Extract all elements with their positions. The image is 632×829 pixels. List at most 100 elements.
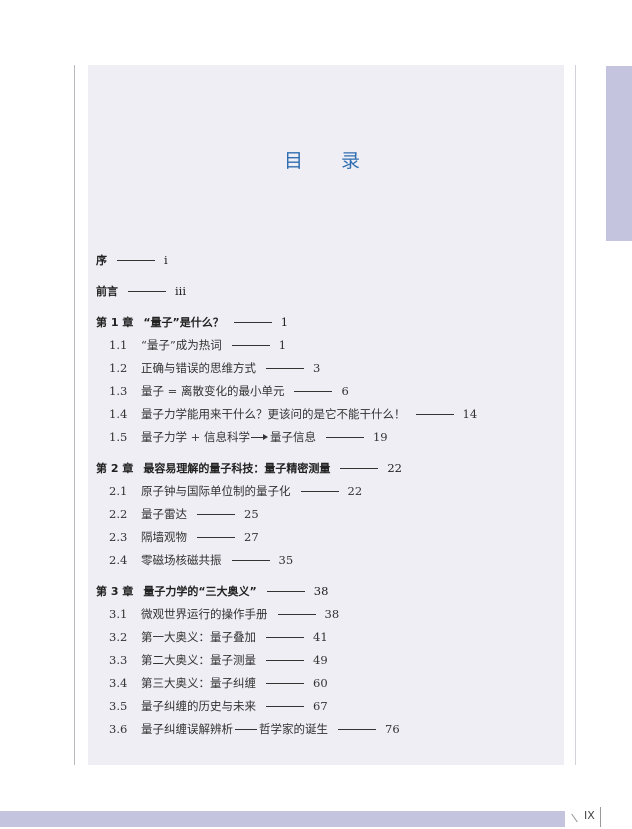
entry-text: 零磁场核磁共振: [141, 553, 222, 567]
entry-text: “量子”成为热词: [141, 338, 222, 352]
toc-entry-chapter-1[interactable]: 第 1 章 “量子”是什么？ 1: [96, 312, 288, 332]
toc-entry-chapter-2[interactable]: 第 2 章 最容易理解的量子科技：量子精密测量 22: [96, 458, 402, 478]
leader-line: [415, 413, 454, 415]
toc-entry-2-2[interactable]: 2.2 量子雷达 25: [109, 504, 259, 524]
entry-text: “量子”是什么？: [143, 316, 224, 329]
entry-page: 60: [313, 676, 328, 690]
entry-page: 25: [244, 507, 259, 521]
section-number: 2.1: [109, 484, 128, 498]
leader-line: [294, 390, 333, 392]
page-number: IX: [584, 809, 595, 822]
entry-text: 量子纠缠的历史与未来: [141, 699, 256, 713]
toc-entry-2-3[interactable]: 2.3 隔墙观物 27: [109, 527, 259, 547]
toc-entry-3-6[interactable]: 3.6 量子纠缠误解辨析 哲学家的诞生 76: [109, 719, 400, 739]
entry-page: 1: [280, 315, 289, 329]
section-number: 2.2: [109, 507, 128, 521]
right-margin-rule: [575, 65, 576, 765]
entry-page: 49: [313, 653, 328, 667]
entry-text: 量子 = 离散变化的最小单元: [141, 384, 285, 398]
entry-text: 量子雷达: [141, 507, 187, 521]
section-number: 1.4: [109, 407, 128, 421]
entry-page: 27: [244, 530, 259, 544]
entry-page: 1: [278, 338, 287, 352]
left-margin-rule: [74, 65, 75, 765]
section-number: 3.6: [109, 722, 128, 736]
entry-text: 微观世界运行的操作手册: [141, 607, 268, 621]
toc-entry-chapter-3[interactable]: 第 3 章 量子力学的“三大奥义” 38: [96, 581, 328, 601]
entry-page: 76: [385, 722, 400, 736]
entry-text: 原子钟与国际单位制的量子化: [141, 484, 291, 498]
entry-page: 67: [313, 699, 328, 713]
entry-text: 隔墙观物: [141, 530, 187, 544]
leader-line: [340, 467, 379, 469]
entry-page: 3: [313, 361, 321, 375]
entry-text-part-a: 量子纠缠误解辨析: [141, 722, 233, 736]
leader-line: [231, 344, 270, 346]
toc-entry-1-2[interactable]: 1.2 正确与错误的思维方式 3: [109, 358, 320, 378]
leader-line: [277, 613, 316, 615]
toc-entry-3-2[interactable]: 3.2 第一大奥义：量子叠加 41: [109, 627, 328, 647]
toc-title: 目录: [284, 150, 399, 172]
entry-text: 最容易理解的量子科技：量子精密测量: [143, 462, 331, 475]
section-number: 1.2: [109, 361, 128, 375]
leader-line: [128, 290, 166, 292]
section-number: 3.5: [109, 699, 128, 713]
entry-text: 第三大奥义：量子纠缠: [141, 676, 256, 690]
entry-page: 38: [313, 584, 329, 598]
leader-line: [266, 367, 304, 369]
page-panel: [88, 65, 564, 765]
entry-page: iii: [175, 284, 187, 298]
entry-text: 第二大奥义：量子测量: [141, 653, 256, 667]
section-number: 3.1: [109, 607, 128, 621]
leader-line: [233, 321, 272, 323]
toc-entry-3-4[interactable]: 3.4 第三大奥义：量子纠缠 60: [109, 673, 328, 693]
entry-page: i: [164, 253, 168, 267]
entry-text-part-a: 量子力学 + 信息科学: [141, 430, 250, 444]
toc-entry-3-5[interactable]: 3.5 量子纠缠的历史与未来 67: [109, 696, 328, 716]
toc-entry-3-1[interactable]: 3.1 微观世界运行的操作手册 38: [109, 604, 339, 624]
page-number-area: IX: [570, 805, 632, 829]
chapter-number: 第 1 章: [96, 316, 134, 329]
section-number: 1.1: [109, 338, 128, 352]
entry-page: 19: [372, 430, 388, 444]
em-dash: [235, 728, 257, 730]
leader-line: [231, 559, 270, 561]
entry-page: 14: [462, 407, 478, 421]
section-number: 3.2: [109, 630, 128, 644]
entry-page: 6: [341, 384, 349, 398]
leader-line: [300, 490, 339, 492]
side-tab-decoration: [606, 66, 632, 241]
leader-line: [325, 436, 364, 438]
entry-page: 22: [387, 461, 402, 475]
entry-page: 38: [324, 607, 340, 621]
leader-line: [266, 705, 304, 707]
toc-entry-foreword[interactable]: 前言 iii: [96, 281, 186, 301]
entry-page: 35: [278, 553, 294, 567]
leader-line: [266, 636, 304, 638]
toc-entry-preface[interactable]: 序 i: [96, 250, 168, 270]
leader-line: [117, 259, 155, 261]
entry-text: 前言: [96, 285, 118, 298]
entry-text: 量子力学的“三大奥义”: [143, 585, 257, 598]
section-number: 2.4: [109, 553, 128, 567]
entry-text: 第一大奥义：量子叠加: [141, 630, 256, 644]
bottom-band-decoration: [0, 811, 565, 827]
leader-line: [266, 590, 305, 592]
section-number: 1.3: [109, 384, 128, 398]
toc-entry-1-1[interactable]: 1.1 “量子”成为热词 1: [109, 335, 286, 355]
chapter-number: 第 3 章: [96, 585, 134, 598]
toc-entry-1-3[interactable]: 1.3 量子 = 离散变化的最小单元 6: [109, 381, 349, 401]
leader-line: [197, 513, 235, 515]
toc-entry-1-5[interactable]: 1.5 量子力学 + 信息科学 量子信息 19: [109, 427, 388, 447]
section-number: 3.3: [109, 653, 128, 667]
page-tick-mark: [571, 813, 578, 823]
toc-entry-3-3[interactable]: 3.3 第二大奥义：量子测量 49: [109, 650, 328, 670]
toc-entry-1-4[interactable]: 1.4 量子力学能用来干什么？更该问的是它不能干什么！ 14: [109, 404, 477, 424]
toc-entry-2-1[interactable]: 2.1 原子钟与国际单位制的量子化 22: [109, 481, 362, 501]
chapter-number: 第 2 章: [96, 462, 134, 475]
leader-line: [197, 536, 235, 538]
section-number: 3.4: [109, 676, 128, 690]
leader-line: [266, 682, 304, 684]
entry-text-part-b: 哲学家的诞生: [259, 722, 328, 736]
toc-entry-2-4[interactable]: 2.4 零磁场核磁共振 35: [109, 550, 293, 570]
